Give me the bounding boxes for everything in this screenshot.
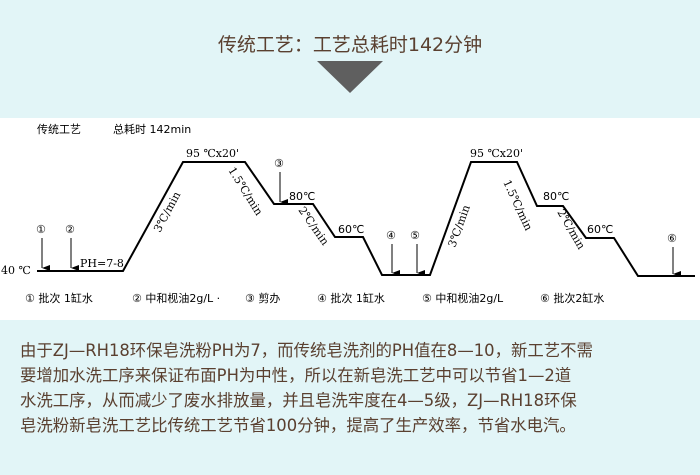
- paragraph-line: 要增加水洗工序来保证布面PH为中性，所以在新皂洗工艺中可以节省1—2道: [20, 366, 572, 385]
- rate-down15-2: 1.5℃/min: [500, 178, 535, 233]
- paragraph-line: 皂洗粉新皂洗工艺比传统工艺节省100分钟，提高了生产效率，节省水电汽。: [20, 416, 576, 435]
- legend-item: ⑤ 中和枧油2g/L: [422, 291, 504, 305]
- legend-item: ② 中和枧油2g/L ·: [132, 291, 220, 305]
- level80-1-label: 80℃: [289, 190, 315, 203]
- temperature-curve-svg: 传统工艺 总耗时 142min 40 ℃ PH=7-8 95 ℃x20' 95 …: [1, 122, 695, 305]
- description-paragraph: 由于ZJ—RH18环保皂洗粉PH为7，而传统皂洗剂的PH值在8—10，新工艺不需…: [20, 338, 700, 438]
- peak1-label: 95 ℃x20': [186, 147, 239, 160]
- down-arrow-icon: [317, 61, 383, 93]
- process-diagram: 传统工艺 总耗时 142min 40 ℃ PH=7-8 95 ℃x20' 95 …: [0, 118, 700, 320]
- level80-2-label: 80℃: [543, 190, 569, 203]
- marker-5: ⑤: [410, 229, 420, 242]
- marker-1: ①: [36, 223, 46, 236]
- legend: ① 批次 1缸水 ② 中和枧油2g/L · ③ 剪办 ④ 批次 1缸水 ⑤ 中和…: [25, 291, 604, 305]
- marker-2: ②: [65, 223, 75, 236]
- legend-item: ⑥ 批次2缸水: [540, 291, 604, 305]
- marker-4: ④: [386, 229, 396, 242]
- rate-down2-2: 2℃/min: [554, 207, 587, 252]
- rate-down2-1: 2℃/min: [296, 204, 332, 248]
- peak2-label: 95 ℃x20': [470, 147, 523, 160]
- ph-label: PH=7-8: [80, 257, 124, 270]
- legend-item: ④ 批次 1缸水: [317, 291, 385, 305]
- level60-2-label: 60℃: [587, 223, 613, 236]
- paragraph-line: 由于ZJ—RH18环保皂洗粉PH为7，而传统皂洗剂的PH值在8—10，新工艺不需: [20, 341, 593, 360]
- legend-item: ① 批次 1缸水: [25, 291, 93, 305]
- marker-3: ③: [274, 157, 284, 170]
- rate-up-2: 3℃/min: [446, 203, 473, 249]
- total-time-label: 总耗时 142min: [113, 122, 191, 136]
- marker-6: ⑥: [667, 232, 677, 245]
- temperature-curve: [37, 161, 695, 277]
- legend-item: ③ 剪办: [245, 291, 280, 305]
- level60-1-label: 60℃: [338, 223, 364, 236]
- page-title: 传统工艺：工艺总耗时142分钟: [217, 34, 483, 56]
- marker-arrows: ① ② ③ ④ ⑤ ⑥: [36, 157, 681, 277]
- diagram-heading: 传统工艺: [37, 123, 81, 136]
- paragraph-line: 水洗工序，从而减少了废水排放量，并且皂洗牢度在4—5级，ZJ—RH18环保: [20, 391, 577, 410]
- rate-down15-1: 1.5℃/min: [225, 165, 265, 218]
- start-temp-label: 40 ℃: [1, 264, 31, 277]
